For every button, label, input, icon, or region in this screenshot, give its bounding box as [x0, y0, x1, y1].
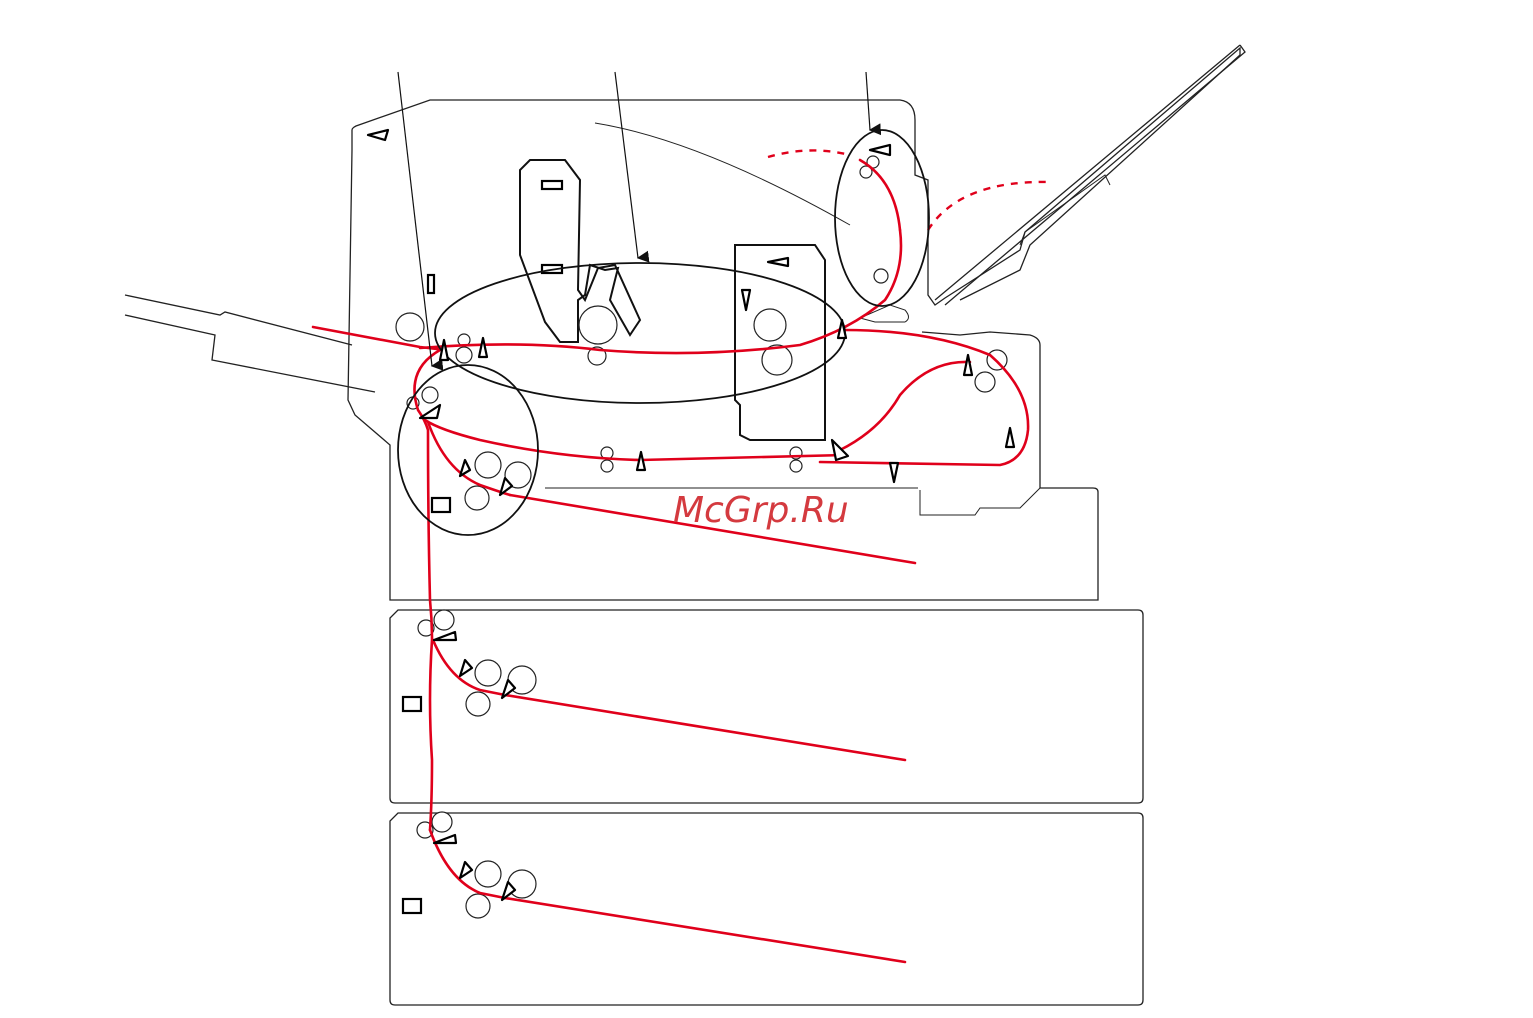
exit-roller-low [874, 269, 888, 283]
tray3-pickup-roller [475, 861, 501, 887]
flag-tray3-a [434, 835, 456, 843]
fuser-heat-roller [754, 309, 786, 341]
feed-zone-ellipse [398, 365, 538, 535]
drum-roller [579, 306, 617, 344]
callout-leaders [398, 72, 870, 366]
tray3-separation-roller [508, 870, 536, 898]
sensor-box-tray1 [432, 498, 450, 512]
path-exit-dash-left [768, 150, 850, 157]
flag-tray2-a [434, 632, 456, 640]
flag-tray3-b [460, 862, 472, 878]
manual-feed-tray [125, 295, 375, 392]
registration-roller-bottom [456, 347, 472, 363]
tray3-roller-a [432, 812, 452, 832]
duplex-lower-roller-b [601, 460, 613, 472]
paper-tray-2 [390, 610, 1143, 803]
flag-fuser-left [742, 290, 750, 310]
flag-tray1-a [420, 405, 440, 418]
tray3-feed-roller [466, 894, 490, 918]
tray2-roller-a [434, 610, 454, 630]
flag-exit-top [870, 145, 890, 155]
flag-tray2-b [460, 660, 472, 676]
manual-feed-roller [396, 313, 424, 341]
watermark-text: McGrp.Ru [673, 490, 849, 531]
duplex-lower-roller-d [790, 460, 802, 472]
tray2-feed-roller [466, 692, 490, 716]
flag-tray1-b [460, 460, 470, 476]
sensor-box-tray3 [403, 899, 421, 913]
toner-cartridge-outline [520, 160, 640, 342]
zones [398, 130, 929, 535]
tray2-pickup-roller [475, 660, 501, 686]
flag-fuser-top [768, 258, 788, 266]
flag-registration-a [440, 340, 448, 360]
rollers [396, 156, 1007, 918]
path-tray3-sheet [505, 898, 905, 962]
flag-duplex-right [1006, 428, 1014, 447]
duplex-roller-bottom [975, 372, 995, 392]
paper-tray-3 [390, 813, 1143, 1005]
sensor-box-left [428, 275, 434, 293]
flag-duplex-lower [637, 452, 645, 470]
top-right-zone-callout [866, 72, 870, 130]
flag-registration-b [479, 338, 487, 357]
path-duplex-return [840, 362, 970, 450]
tray1-pickup-roller [475, 452, 501, 478]
flag-duplex-top [964, 355, 972, 375]
flag-duplex-bottom [890, 463, 898, 482]
paper-path [313, 150, 1050, 962]
path-exit-dash-right [928, 182, 1050, 230]
flag-top-left [368, 130, 388, 140]
flag-fuser-exit [838, 320, 846, 338]
tray1-feed-roller-small [422, 387, 438, 403]
tray1-feed-roller [465, 486, 489, 510]
flag-duplex-turn [832, 440, 848, 460]
sensor-box-cartridge-top [542, 181, 562, 189]
path-main-transport [420, 230, 901, 353]
sensor-box-tray2 [403, 697, 421, 711]
path-tray2-sheet [505, 695, 905, 760]
